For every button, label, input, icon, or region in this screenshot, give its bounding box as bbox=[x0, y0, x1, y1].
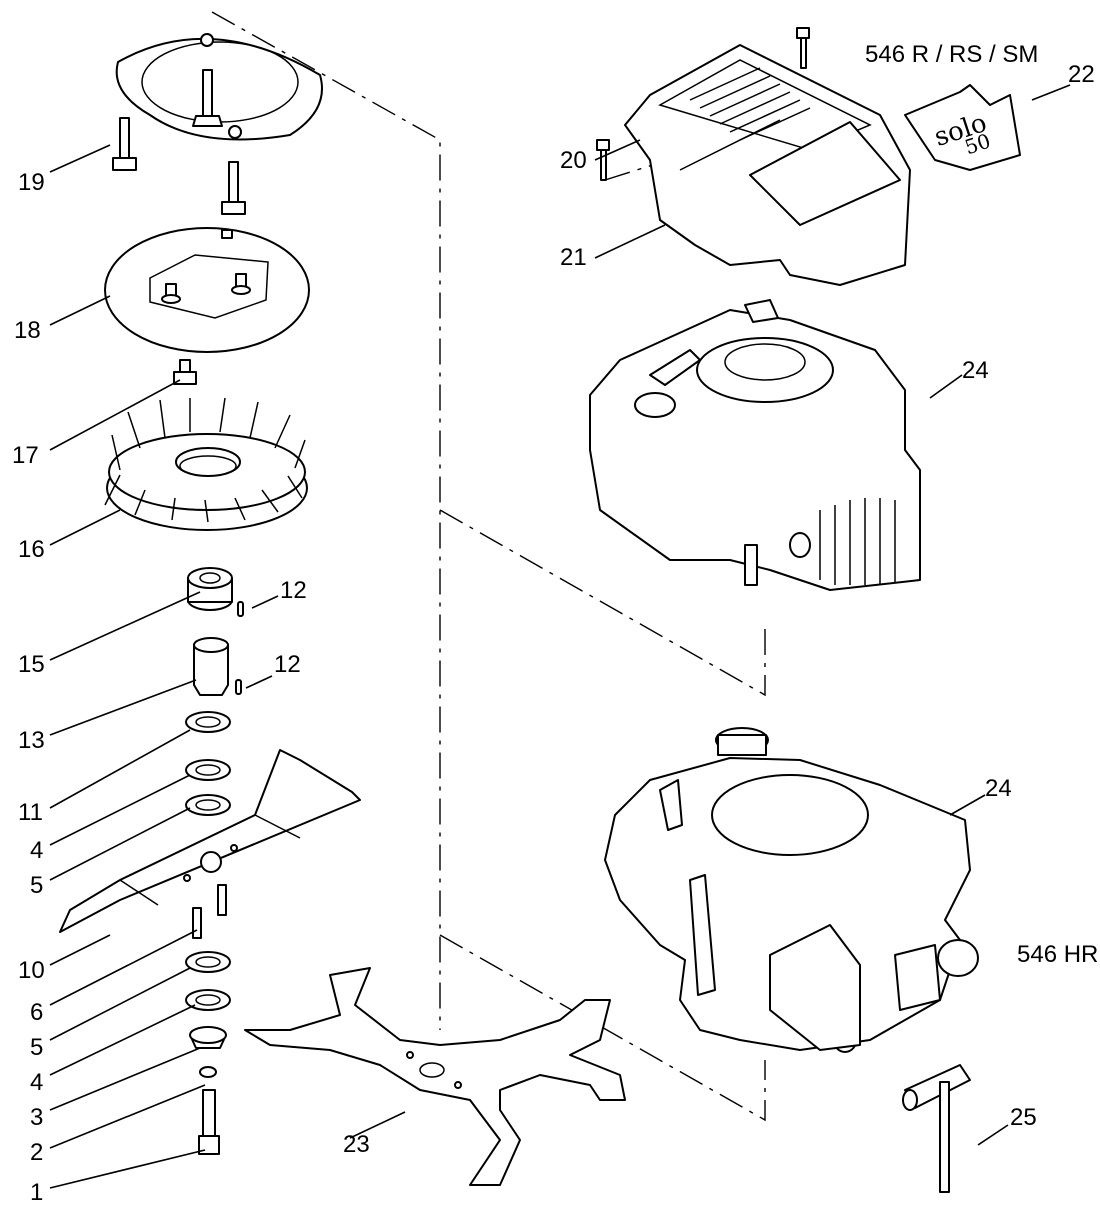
callout-1: 1 bbox=[30, 1179, 43, 1206]
part-19-housing-cover bbox=[112, 33, 323, 215]
part-21-engine-cover bbox=[624, 44, 911, 286]
callout-21: 21 bbox=[560, 244, 587, 271]
callout-5-lower: 5 bbox=[30, 1034, 43, 1061]
callout-24-top: 24 bbox=[962, 357, 989, 384]
part-15-pulley bbox=[187, 567, 244, 617]
callout-4-upper: 4 bbox=[30, 837, 43, 864]
model-label-bottom: 546 HR bbox=[1017, 941, 1098, 968]
part-20-screw-top bbox=[796, 27, 810, 69]
callout-25: 25 bbox=[1010, 1104, 1037, 1131]
callout-16: 16 bbox=[18, 536, 45, 563]
washers-lower bbox=[185, 951, 231, 1155]
callout-13: 13 bbox=[18, 727, 45, 754]
callout-10: 10 bbox=[18, 957, 45, 984]
part-10-blade bbox=[59, 749, 361, 939]
callout-6: 6 bbox=[30, 999, 43, 1026]
callout-22: 22 bbox=[1068, 61, 1095, 88]
model-label-top: 546 R / RS / SM bbox=[865, 41, 1038, 68]
part-25-socket-wrench bbox=[902, 1064, 971, 1193]
callout-5-upper: 5 bbox=[30, 872, 43, 899]
part-18-plate bbox=[104, 227, 310, 353]
callout-23: 23 bbox=[343, 1131, 370, 1158]
part-20-screw bbox=[596, 139, 610, 181]
callout-20: 20 bbox=[560, 147, 587, 174]
callout-24-bottom: 24 bbox=[985, 775, 1012, 802]
part-17-nut bbox=[173, 359, 197, 385]
callout-12-upper: 12 bbox=[280, 577, 307, 604]
leader-lines bbox=[49, 84, 1071, 1189]
part-23-blade-carrier bbox=[244, 967, 626, 1186]
part-24-engine-bottom bbox=[604, 727, 979, 1053]
callout-11: 11 bbox=[18, 799, 43, 826]
part-24-engine-top bbox=[589, 299, 921, 591]
washers-upper bbox=[185, 711, 231, 816]
part-16-fan bbox=[104, 397, 308, 531]
callout-15: 15 bbox=[18, 651, 45, 678]
callout-4-lower: 4 bbox=[30, 1069, 43, 1096]
part-13-hub bbox=[193, 637, 242, 696]
callout-12-lower: 12 bbox=[274, 651, 301, 678]
part-22-sticker bbox=[904, 84, 1021, 171]
callout-18: 18 bbox=[14, 317, 41, 344]
callout-17: 17 bbox=[12, 442, 39, 469]
callout-19: 19 bbox=[18, 169, 45, 196]
callout-labels: 1 2 3 4 5 6 10 5 4 11 13 12 15 12 16 17 … bbox=[12, 61, 1095, 1206]
callout-2: 2 bbox=[30, 1139, 43, 1166]
callout-3: 3 bbox=[30, 1104, 43, 1131]
